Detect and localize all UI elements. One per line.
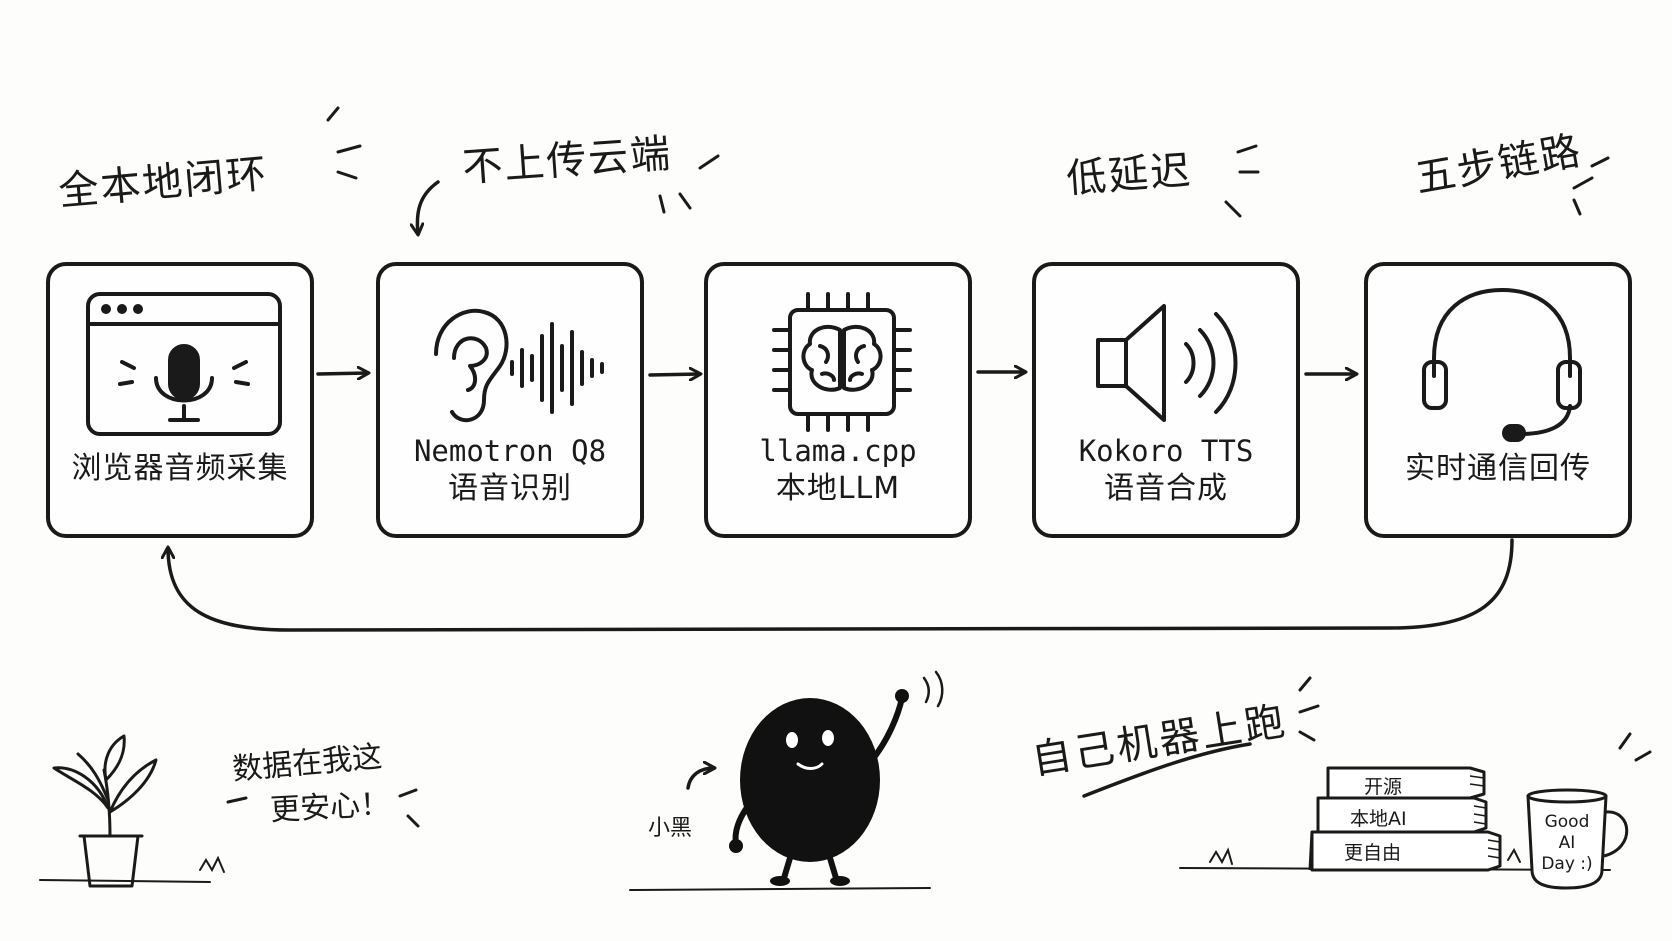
step-label-zh: 语音合成: [1104, 471, 1228, 506]
book-label-middle: 本地AI: [1350, 808, 1407, 830]
ear-soundwave-icon: [434, 308, 604, 423]
step-speech-synthesis: Kokoro TTS 语音合成: [1032, 262, 1300, 538]
step-speech-recognition: Nemotron Q8 语音识别: [376, 262, 644, 538]
step-realtime-return: 实时通信回传: [1364, 262, 1632, 538]
browser-microphone-icon: [86, 292, 282, 436]
step-label-en: Nemotron Q8: [413, 434, 607, 468]
book-label-bottom: 更自由: [1344, 842, 1402, 864]
step-label: Nemotron Q8 语音识别: [380, 432, 640, 508]
mascot-pointer-arrow: [686, 768, 714, 790]
mug-label-line: Good: [1544, 812, 1590, 832]
step-label-zh: 本地LLM: [775, 471, 901, 506]
no-cloud-pointer-arrow: [417, 180, 440, 234]
brain-chip-icon: [772, 292, 912, 432]
step-label: Kokoro TTS 语音合成: [1036, 432, 1296, 508]
step-label-en: Kokoro TTS: [1078, 434, 1254, 468]
step-label: llama.cpp 本地LLM: [708, 432, 968, 508]
step-label-zh: 语音识别: [448, 471, 572, 506]
mug-label-line: Day :): [1541, 854, 1593, 874]
step-local-llm: llama.cpp 本地LLM: [704, 262, 972, 538]
step-browser-capture: 浏览器音频采集: [46, 262, 314, 538]
underline-stroke: [1082, 742, 1252, 798]
flow-arrow-1: [316, 373, 368, 374]
step-label-en: llama.cpp: [759, 434, 917, 468]
mascot-name-label: 小黑: [648, 816, 693, 841]
emphasis-dashes: [226, 106, 1652, 828]
mug-label: Good AI Day :): [1538, 812, 1596, 875]
headset-icon: [1422, 288, 1582, 442]
book-label-top: 开源: [1364, 776, 1403, 798]
flow-arrow-2: [648, 374, 700, 375]
mug-label-line: AI: [1558, 833, 1576, 853]
speaker-icon: [1096, 304, 1238, 422]
loop-back-arrow: [168, 538, 1514, 632]
step-label: 浏览器音频采集: [71, 451, 289, 486]
step-label: 实时通信回传: [1405, 451, 1591, 486]
